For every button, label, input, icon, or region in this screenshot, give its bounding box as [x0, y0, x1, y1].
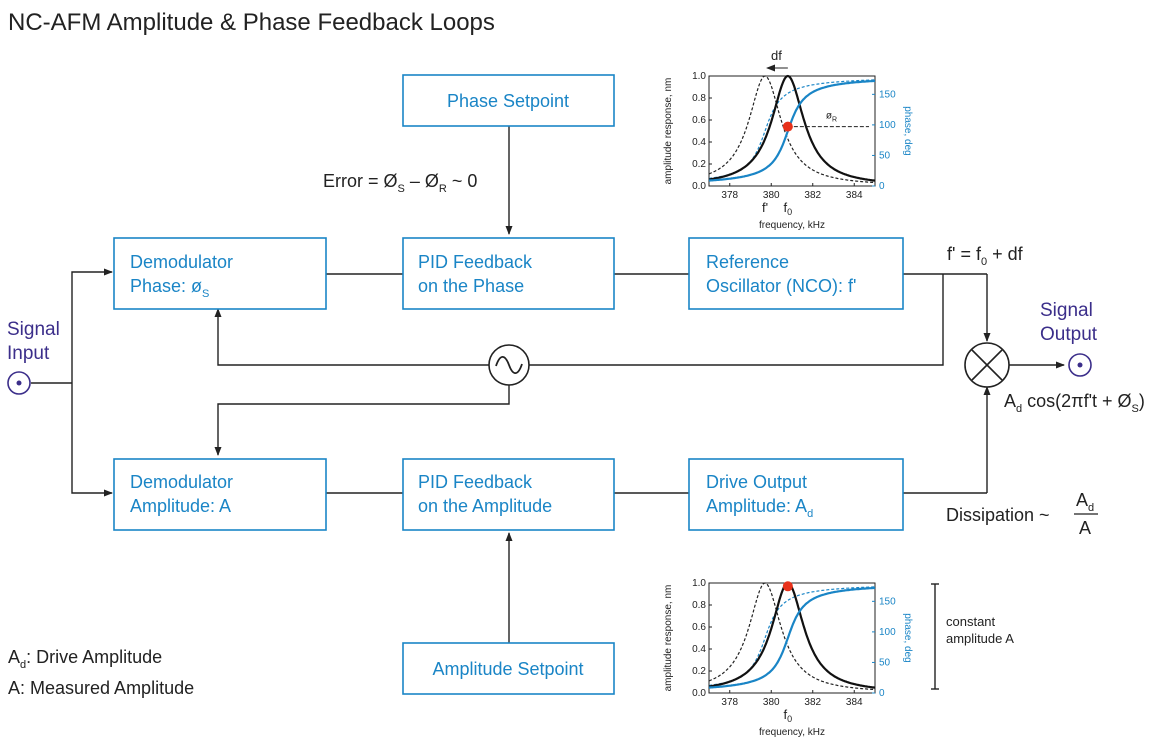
signal-input-line2: Input — [7, 343, 50, 364]
signal-input-connector-icon[interactable] — [7, 371, 31, 395]
y2-tick-label: 50 — [879, 150, 891, 161]
y2-tick-label: 100 — [879, 627, 896, 638]
y-tick-label: 0.0 — [692, 181, 706, 192]
plot-frame — [708, 75, 876, 187]
phi-r-sub: R — [832, 117, 837, 124]
wires — [31, 126, 1065, 643]
phase-setpoint-block[interactable]: Phase Setpoint — [402, 74, 615, 127]
frequency-equation: f' = f0 + df — [947, 244, 1024, 268]
output-equation: Ad cos(2πf't + ØS) — [1004, 391, 1145, 415]
constant-amplitude-line1: constant — [946, 614, 996, 629]
y2-tick-label: 0 — [879, 688, 885, 699]
y-tick-label: 0.8 — [692, 600, 706, 611]
y2-axis-label: phase, deg — [902, 106, 913, 156]
operating-point-marker — [782, 581, 793, 592]
x-axis-label: frequency, kHz — [759, 220, 825, 231]
f-prime-label: f' — [762, 200, 768, 215]
phase-setpoint-label: Phase Setpoint — [447, 91, 569, 111]
x-tick-label: 382 — [804, 697, 821, 708]
y-tick-label: 0.8 — [692, 93, 706, 104]
y-tick-label: 0.2 — [692, 666, 706, 677]
y-axis-label: amplitude response, nm — [663, 585, 674, 692]
demodulator-phase-block[interactable]: Demodulator Phase: øS — [113, 237, 327, 310]
y-tick-label: 0.0 — [692, 688, 706, 699]
y2-tick-label: 0 — [879, 181, 885, 192]
demod-phase-line2: Phase: øS — [130, 276, 209, 300]
y2-axis-label: phase, deg — [902, 613, 913, 663]
demod-phase-line1: Demodulator — [130, 252, 233, 272]
pid-phase-line2: on the Phase — [418, 276, 524, 296]
x-tick-label: 380 — [763, 190, 780, 201]
y-tick-label: 0.4 — [692, 137, 706, 148]
f0-label: f0 — [784, 707, 793, 724]
phase-curve-shifted — [708, 79, 875, 179]
phase-curve-shifted — [708, 586, 875, 686]
drive-output-block[interactable]: Drive Output Amplitude: Ad — [688, 458, 904, 531]
y2-tick-label: 100 — [879, 120, 896, 131]
plot-frame — [708, 582, 876, 694]
pid-phase-line1: PID Feedback — [418, 252, 533, 272]
amplitude-curve-shifted — [708, 75, 876, 184]
y2-tick-label: 150 — [879, 89, 896, 100]
y-tick-label: 0.4 — [692, 644, 706, 655]
demod-amplitude-line1: Demodulator — [130, 472, 233, 492]
x-tick-label: 384 — [846, 190, 863, 201]
y-tick-label: 1.0 — [692, 578, 706, 589]
dissipation-denominator: A — [1079, 518, 1091, 538]
reference-oscillator-block[interactable]: Reference Oscillator (NCO): f' — [688, 237, 904, 310]
df-label: df — [771, 48, 782, 63]
resonance-plot-phase: 378 380 382 384 0.0 0.2 0.4 0.6 0.8 1.0 0 50 100 150 a… — [663, 48, 913, 231]
pid-amplitude-line2: on the Amplitude — [418, 496, 552, 516]
amplitude-setpoint-label: Amplitude Setpoint — [432, 659, 583, 679]
y-axis-label: amplitude response, nm — [663, 78, 674, 185]
y-tick-label: 0.6 — [692, 622, 706, 633]
amplitude-curve — [708, 74, 876, 182]
x-tick-label: 378 — [721, 190, 738, 201]
legend-drive-amplitude: Ad: Drive Amplitude — [8, 647, 162, 671]
mixer-icon — [964, 342, 1010, 388]
y2-tick-label: 150 — [879, 596, 896, 607]
y-tick-label: 0.2 — [692, 159, 706, 170]
ref-osc-line2: Oscillator (NCO): f' — [706, 276, 856, 296]
demodulator-amplitude-block[interactable]: Demodulator Amplitude: A — [113, 458, 327, 531]
drive-out-line2: Amplitude: Ad — [706, 496, 813, 520]
signal-output-connector-icon[interactable] — [1068, 353, 1092, 377]
resonance-plot-amplitude: 378 380 382 384 0.0 0.2 0.4 0.6 0.8 1.0 0 50 100 150 a… — [663, 578, 1014, 738]
demod-amplitude-line2: Amplitude: A — [130, 496, 231, 516]
dissipation-formula: Dissipation ~ Ad A — [946, 490, 1098, 538]
amplitude-curve-shifted — [708, 582, 876, 691]
phi-r-label: øR — [826, 111, 837, 124]
pid-amplitude-block[interactable]: PID Feedback on the Amplitude — [402, 458, 615, 531]
y-tick-label: 1.0 — [692, 71, 706, 82]
drive-out-line1: Drive Output — [706, 472, 807, 492]
constant-amplitude-line2: amplitude A — [946, 631, 1014, 646]
x-tick-label: 378 — [721, 697, 738, 708]
signal-output-line2: Output — [1040, 324, 1098, 345]
x-tick-label: 380 — [763, 697, 780, 708]
dissipation-label: Dissipation ~ — [946, 505, 1050, 525]
sine-oscillator-icon — [488, 344, 530, 386]
f0-label: f0 — [784, 200, 793, 217]
f0-sub: 0 — [787, 714, 792, 724]
x-tick-label: 382 — [804, 190, 821, 201]
ref-osc-line1: Reference — [706, 252, 789, 272]
phase-curve — [708, 586, 876, 689]
f0-sub: 0 — [787, 207, 792, 217]
dissipation-numerator: Ad — [1076, 490, 1094, 514]
pid-amplitude-line1: PID Feedback — [418, 472, 533, 492]
pid-phase-block[interactable]: PID Feedback on the Phase — [402, 237, 615, 310]
x-axis-label: frequency, kHz — [759, 727, 825, 738]
legend-measured-amplitude: A: Measured Amplitude — [8, 678, 194, 698]
signal-input-line1: Signal — [7, 319, 60, 340]
signal-output-line1: Signal — [1040, 300, 1093, 321]
y2-tick-label: 50 — [879, 657, 891, 668]
amplitude-setpoint-block[interactable]: Amplitude Setpoint — [402, 642, 615, 695]
page-title: NC-AFM Amplitude & Phase Feedback Loops — [8, 9, 495, 36]
error-equation: Error = ØS – ØR ~ 0 — [323, 171, 477, 195]
phase-curve — [708, 79, 876, 182]
y-tick-label: 0.6 — [692, 115, 706, 126]
operating-point-marker — [782, 121, 793, 132]
x-tick-label: 384 — [846, 697, 863, 708]
